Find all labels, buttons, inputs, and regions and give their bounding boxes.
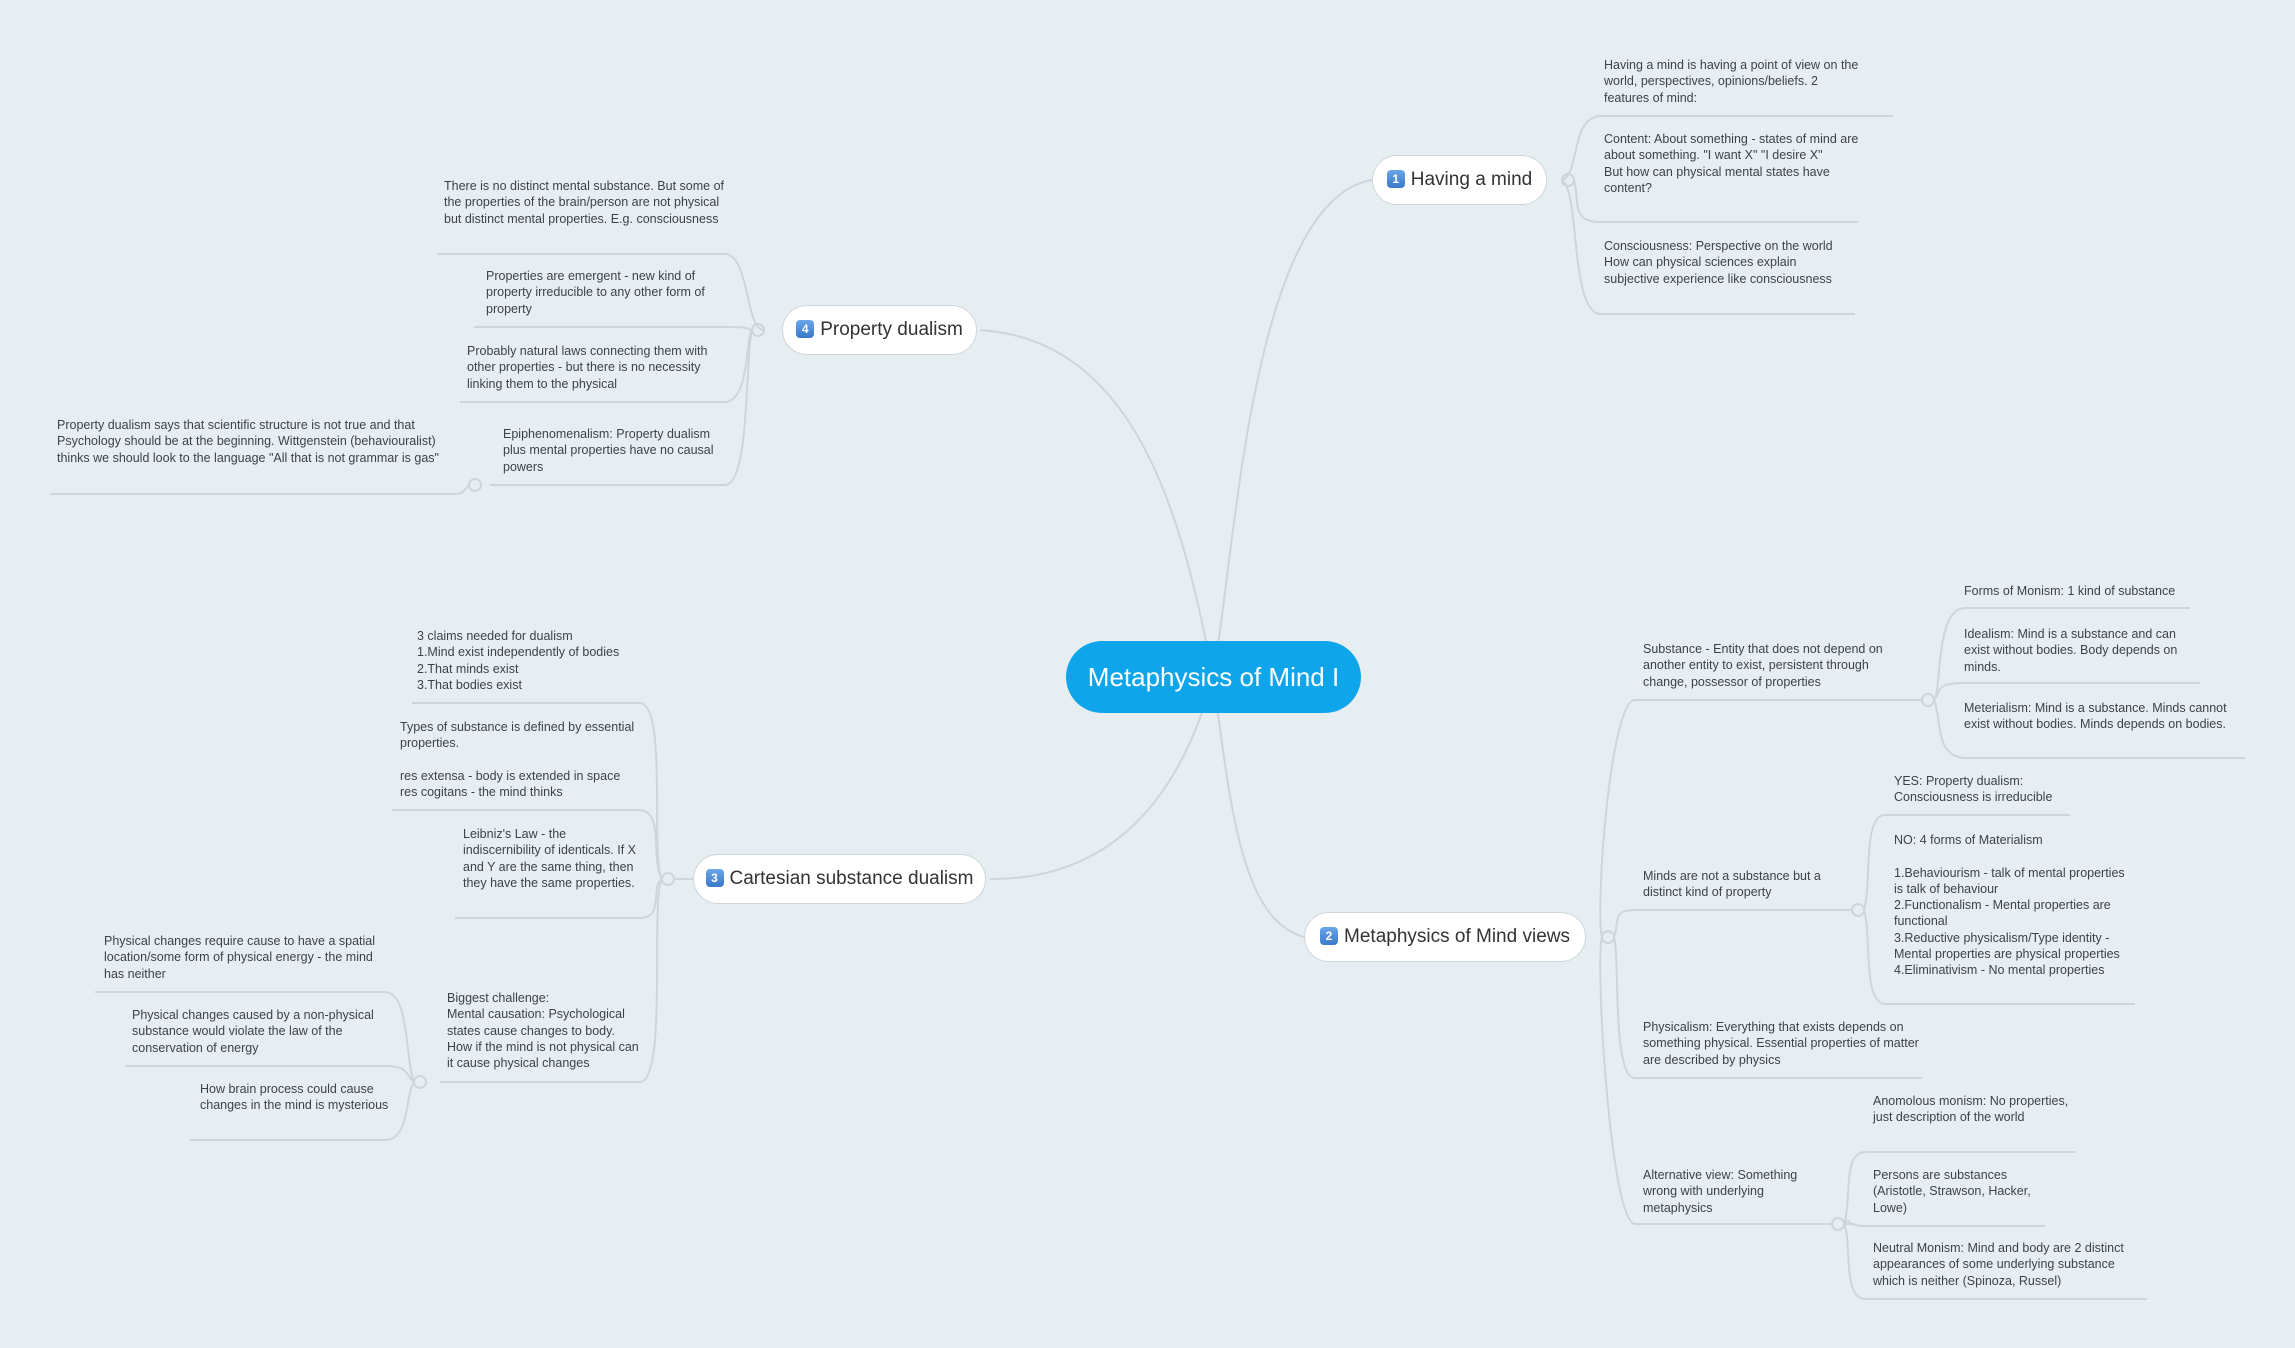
note-persons-substances[interactable]: Persons are substances (Aristotle, Straw… bbox=[1873, 1168, 2031, 1215]
note-conservation-energy[interactable]: Physical changes caused by a non-physica… bbox=[132, 1008, 374, 1055]
note-brain-process[interactable]: How brain process could cause changes in… bbox=[200, 1082, 389, 1113]
note-yes-property-dualism[interactable]: YES: Property dualism: Consciousness is … bbox=[1894, 774, 2053, 805]
note-physicalism[interactable]: Physicalism: Everything that exists depe… bbox=[1643, 1020, 1919, 1067]
note-content[interactable]: Content: About something - states of min… bbox=[1604, 132, 1859, 195]
note-three-claims[interactable]: 3 claims needed for dualism 1.Mind exist… bbox=[417, 629, 620, 692]
note-spatial-location[interactable]: Physical changes require cause to have a… bbox=[104, 934, 375, 981]
central-topic[interactable]: Metaphysics of Mind I bbox=[1066, 641, 1361, 713]
note-neutral-monism[interactable]: Neutral Monism: Mind and body are 2 dist… bbox=[1873, 1241, 2124, 1288]
note-substance[interactable]: Substance - Entity that does not depend … bbox=[1643, 642, 1883, 689]
note-anomolous-monism[interactable]: Anomolous monism: No properties, just de… bbox=[1873, 1094, 2069, 1125]
note-properties-emergent[interactable]: Properties are emergent - new kind of pr… bbox=[486, 269, 705, 316]
note-consciousness[interactable]: Consciousness: Perspective on the world … bbox=[1604, 239, 1833, 286]
topic-metaphysics-of-mind-views[interactable]: 2 Metaphysics of Mind views bbox=[1304, 912, 1586, 962]
note-no-materialism[interactable]: NO: 4 forms of Materialism 1.Behaviouris… bbox=[1894, 833, 2125, 978]
topic-label: Having a mind bbox=[1410, 169, 1533, 190]
topic-label: Cartesian substance dualism bbox=[729, 868, 974, 889]
note-leibniz-law[interactable]: Leibniz's Law - the indiscernibility of … bbox=[463, 827, 636, 890]
topic-label: Metaphysics of Mind views bbox=[1344, 926, 1570, 947]
note-natural-laws[interactable]: Probably natural laws connecting them wi… bbox=[467, 344, 708, 391]
note-types-of-substance[interactable]: Types of substance is defined by essenti… bbox=[400, 720, 635, 800]
note-biggest-challenge[interactable]: Biggest challenge: Mental causation: Psy… bbox=[447, 991, 639, 1071]
note-scientific-structure[interactable]: Property dualism says that scientific st… bbox=[57, 418, 439, 465]
note-no-distinct-substance[interactable]: There is no distinct mental substance. B… bbox=[444, 179, 724, 226]
number-2-icon: 2 bbox=[1320, 927, 1339, 945]
topic-cartesian-substance-dualism[interactable]: 3 Cartesian substance dualism bbox=[693, 854, 986, 904]
number-3-icon: 3 bbox=[705, 869, 724, 887]
topic-label: Property dualism bbox=[820, 319, 963, 340]
note-epiphenomenalism[interactable]: Epiphenomenalism: Property dualism plus … bbox=[503, 427, 714, 474]
note-having-mind-intro[interactable]: Having a mind is having a point of view … bbox=[1604, 58, 1859, 105]
number-4-icon: 4 bbox=[796, 320, 815, 338]
number-1-icon: 1 bbox=[1386, 170, 1405, 188]
note-idealism[interactable]: Idealism: Mind is a substance and can ex… bbox=[1964, 627, 2178, 674]
topic-having-a-mind[interactable]: 1 Having a mind bbox=[1372, 155, 1547, 205]
note-minds-not-substance[interactable]: Minds are not a substance but a distinct… bbox=[1643, 869, 1821, 900]
note-alternative-view[interactable]: Alternative view: Something wrong with u… bbox=[1643, 1168, 1798, 1215]
topic-property-dualism[interactable]: 4 Property dualism bbox=[782, 305, 977, 355]
note-materialism[interactable]: Meterialism: Mind is a substance. Minds … bbox=[1964, 701, 2227, 732]
note-forms-of-monism[interactable]: Forms of Monism: 1 kind of substance bbox=[1964, 584, 2176, 598]
